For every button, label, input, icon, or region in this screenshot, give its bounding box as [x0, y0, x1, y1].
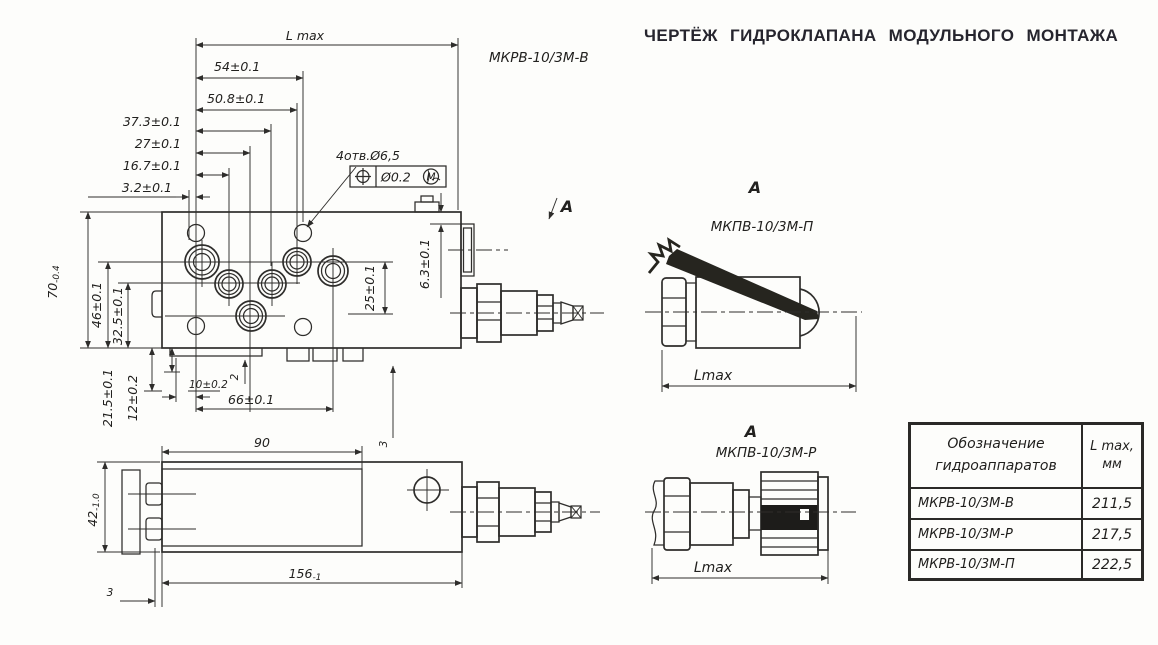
- holes-callout: 4отв.Ø6,5 Ø0.2 М: [306, 148, 447, 228]
- mount-hole: [293, 317, 313, 337]
- dim-46: 46±0.1: [89, 282, 104, 328]
- hex-nut: [663, 477, 691, 551]
- subplate: [121, 469, 141, 555]
- dim-3: 3: [378, 441, 390, 448]
- table-header-lmax: L max, мм: [1081, 425, 1141, 487]
- top-tab: [414, 201, 440, 213]
- dim-70-tol: -0.4: [52, 265, 62, 283]
- bottom-tab-1: [286, 348, 310, 362]
- header-line: мм: [1102, 457, 1122, 472]
- bottom-view: 90 42-1.0 156-1 3: [85, 435, 600, 607]
- seal-wire: [647, 237, 681, 274]
- body: [689, 482, 734, 546]
- dim-42-value: 42: [85, 511, 100, 527]
- break-edge: [651, 480, 664, 546]
- dim-90: 90: [254, 435, 270, 450]
- dim-6-3: 6.3±0.1: [417, 239, 432, 289]
- material-modifier-circle: [422, 168, 440, 185]
- dim-27: 27±0.1: [135, 136, 181, 151]
- adjustment-screw-assembly: [450, 283, 604, 343]
- dim-25: 25±0.1: [362, 265, 377, 311]
- valve-drawing-knob-type: [645, 471, 856, 556]
- dim-3-2: 3.2±0.1: [122, 180, 172, 195]
- dim-156-tol: -1: [312, 573, 321, 583]
- table-row-designation: МКРВ-10/3М-Р: [911, 518, 1081, 549]
- dim-lmax: Lmax: [694, 368, 733, 384]
- dim-70: 70-0.4: [45, 265, 62, 299]
- dim-156: 156-1: [289, 566, 322, 583]
- view-label: А: [743, 422, 757, 441]
- step: [732, 489, 750, 539]
- main-view-dimensions: L max 54±0.1 50.8±0.1 37.3±0.1 27±0.1 16…: [45, 28, 573, 447]
- knob-dark-band: [761, 505, 818, 530]
- section-arrow: А: [548, 197, 573, 220]
- top-tab-head: [420, 195, 434, 203]
- table-header-designation: Обозначение гидроаппаратов: [911, 425, 1081, 487]
- valve-drawing-lever-type: [645, 237, 862, 349]
- dim-3-bottom: 3: [107, 587, 114, 599]
- spec-table: Обозначение гидроаппаратов L max, мм МКР…: [908, 422, 1144, 581]
- material-modifier: М: [426, 172, 435, 184]
- dim-42-tol: -1.0: [92, 493, 102, 511]
- dim-l-max: L max: [286, 28, 325, 43]
- dim-lmax: Lmax: [694, 560, 733, 576]
- body-front-section: [161, 468, 363, 547]
- main-model-label: МКРВ-10/3М-В: [489, 50, 589, 66]
- dim-16-7: 16.7±0.1: [123, 158, 181, 173]
- view-label: А: [747, 178, 761, 197]
- dim-32-5: 32.5±0.1: [110, 287, 125, 345]
- table-row-lmax: 222,5: [1081, 549, 1141, 578]
- lmax-dimension: Lmax: [661, 316, 857, 392]
- model-label: МКПВ-10/3М-Р: [716, 445, 817, 461]
- bottom-strip: [169, 348, 263, 357]
- dim-66: 66±0.1: [228, 392, 274, 407]
- bottom-view-dimensions: 90 42-1.0 156-1 3: [85, 435, 463, 607]
- dim-50-8: 50.8±0.1: [207, 91, 265, 106]
- table-row-designation: МКРВ-10/3М-В: [911, 487, 1081, 518]
- table-row-lmax: 211,5: [1081, 487, 1141, 518]
- body: [161, 461, 463, 553]
- bottom-view-outline: [121, 461, 600, 555]
- ports-and-holes: [98, 223, 393, 337]
- position-tolerance-icon: [355, 168, 371, 185]
- header-line: гидроаппаратов: [935, 458, 1057, 474]
- main-view: L max 54±0.1 50.8±0.1 37.3±0.1 27±0.1 16…: [45, 28, 604, 447]
- section-arrow-label: А: [559, 197, 573, 216]
- detail-view-p: А МКПВ-10/3М-П Lmax: [645, 178, 862, 392]
- left-tab: [151, 290, 162, 318]
- shaft: [748, 496, 762, 531]
- model-label: МКПВ-10/3М-П: [711, 219, 814, 235]
- position-tolerance-value: Ø0.2: [380, 170, 411, 185]
- dim-70-value: 70: [45, 283, 60, 299]
- drawing-title: ЧЕРТЁЖ ГИДРОКЛАПАНА МОДУЛЬНОГО МОНТАЖА: [644, 26, 1119, 45]
- dim-54: 54±0.1: [214, 59, 260, 74]
- mount-hole: [293, 223, 313, 243]
- dome-end: [799, 288, 820, 337]
- table-row-lmax: 217,5: [1081, 518, 1141, 549]
- lever-handle: [666, 249, 819, 320]
- dim-37-3: 37.3±0.1: [123, 114, 181, 129]
- table-row-designation: МКРВ-10/3М-П: [911, 549, 1081, 578]
- dim-156-value: 156: [289, 566, 313, 581]
- end-cap: [817, 476, 829, 551]
- dim-12: 12±0.2: [125, 375, 140, 421]
- valve-block: [161, 211, 462, 349]
- lmax-dimension: Lmax: [651, 548, 829, 584]
- dim-2: 2: [229, 373, 241, 380]
- bottom-tab-2: [312, 348, 338, 362]
- dim-42: 42-1.0: [85, 493, 102, 527]
- dim-21-5: 21.5±0.1: [100, 369, 115, 427]
- detail-view-r: А МКПВ-10/3М-Р Lmax: [645, 422, 856, 584]
- feature-control-frame: [349, 165, 447, 188]
- header-line: L max,: [1090, 438, 1134, 454]
- valve-block-outline: [151, 169, 604, 362]
- dim-10: 10±0.2: [189, 379, 228, 391]
- bottom-tab-3: [342, 348, 364, 362]
- holes-callout-text: 4отв.Ø6,5: [336, 148, 400, 163]
- header-line: Обозначение: [947, 436, 1045, 453]
- adjustment-screw-assembly: [450, 481, 600, 543]
- knob-notch: [800, 509, 809, 520]
